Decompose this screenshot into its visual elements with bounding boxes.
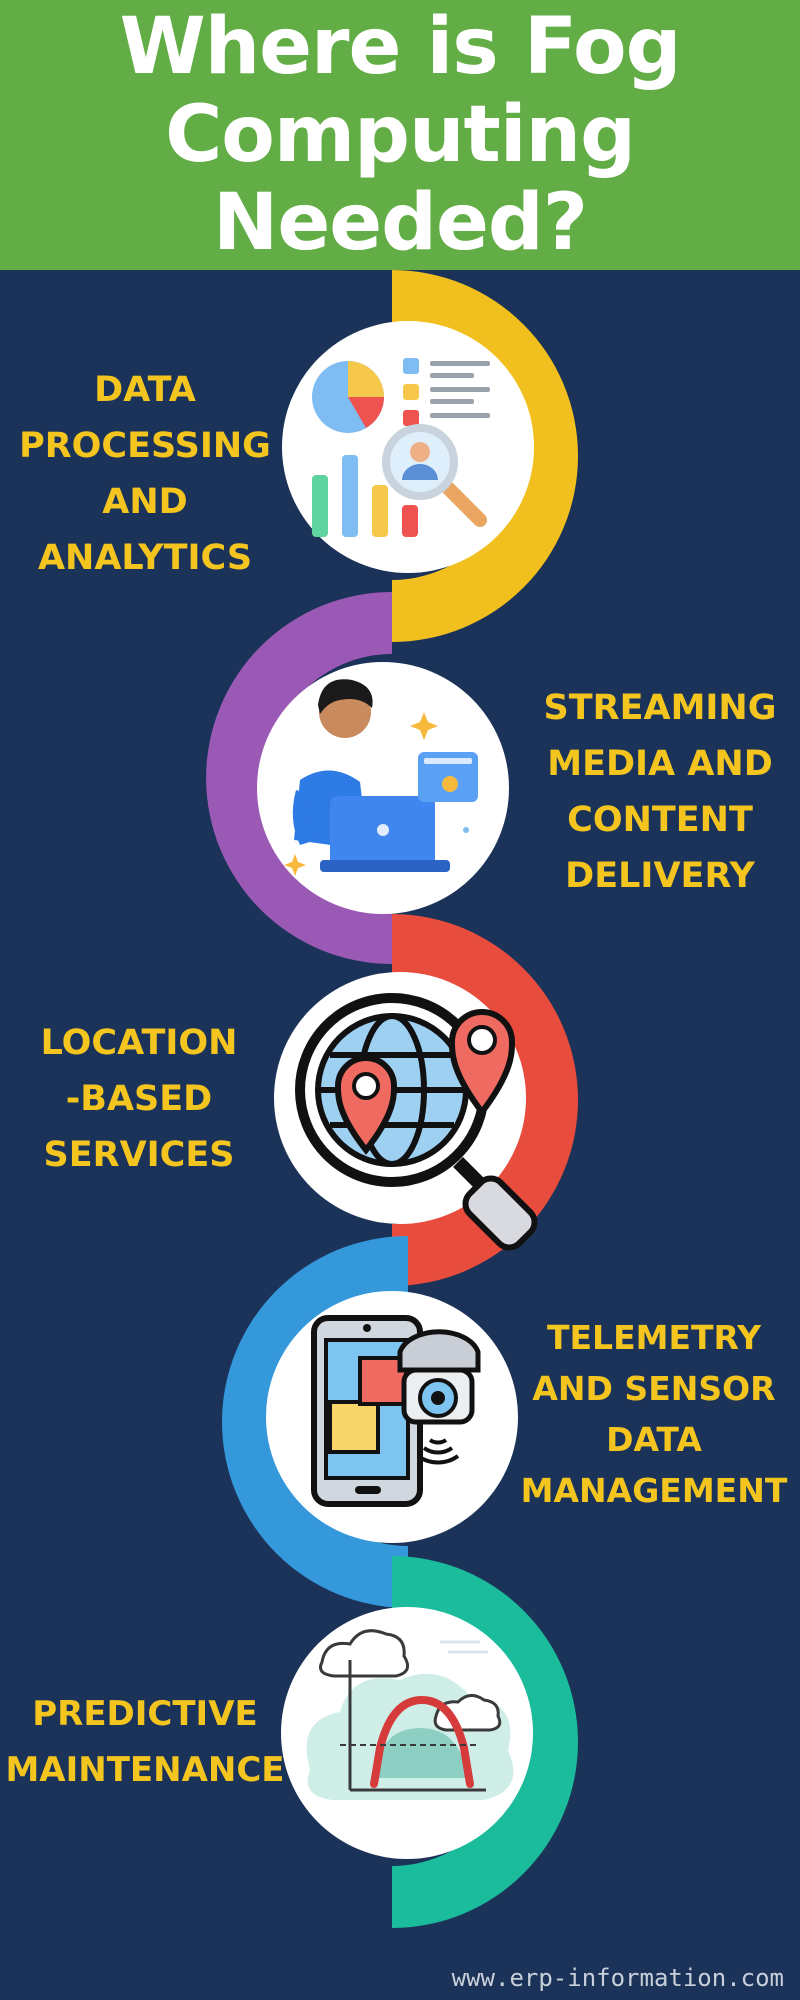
ring-segment-5 [392,1556,578,1928]
label-line: DATA [94,370,196,410]
person-laptop-icon [284,679,478,876]
label-line: LOCATION [40,1023,238,1063]
title-line: Where is Fog [119,2,682,92]
label-line: MANAGEMENT [520,1471,788,1510]
label-line: PREDICTIVE [32,1694,258,1734]
ring-segment-3 [392,914,578,1286]
globe-location-pin-icon [295,993,538,1251]
label-line: -BASED [65,1079,213,1119]
section-label-data-processing: DATA PROCESSING AND ANALYTICS [0,362,290,586]
ring-segment-4 [222,1236,408,1608]
icon-circle-2 [257,662,509,914]
ring-timeline [206,270,578,1928]
analytics-chart-icon [312,358,490,537]
title-line: Needed? [213,178,588,268]
section-label-streaming-media: STREAMING MEDIA AND CONTENT DELIVERY [520,680,800,904]
label-line: PROCESSING [19,426,271,466]
label-line: SERVICES [43,1135,235,1175]
section-label-telemetry: TELEMETRY AND SENSOR DATA MANAGEMENT [508,1312,800,1516]
label-line: AND [102,482,188,522]
label-line: MEDIA AND [547,744,773,784]
cloud-arch-chart-icon [306,1629,514,1800]
label-line: TELEMETRY [546,1318,762,1357]
footer-url: www.erp-information.com [451,1964,784,1992]
title-line: Computing [165,90,636,180]
label-line: STREAMING [543,688,777,728]
label-line: DELIVERY [565,856,755,896]
section-label-location-based: LOCATION -BASED SERVICES [0,1015,278,1183]
label-line: CONTENT [567,800,753,840]
page-title: Where is Fog Computing Needed? [0,0,800,270]
label-line: DATA [606,1420,702,1459]
section-label-predictive-maintenance: PREDICTIVE MAINTENANCE [0,1686,290,1798]
label-line: MAINTENANCE [5,1750,285,1790]
ring-segment-1 [392,270,578,642]
phone-camera-sensor-icon [311,1315,481,1507]
ring-segment-2 [206,592,392,964]
label-line: ANALYTICS [37,538,253,578]
label-line: AND SENSOR [532,1369,776,1408]
title-banner [0,0,800,270]
